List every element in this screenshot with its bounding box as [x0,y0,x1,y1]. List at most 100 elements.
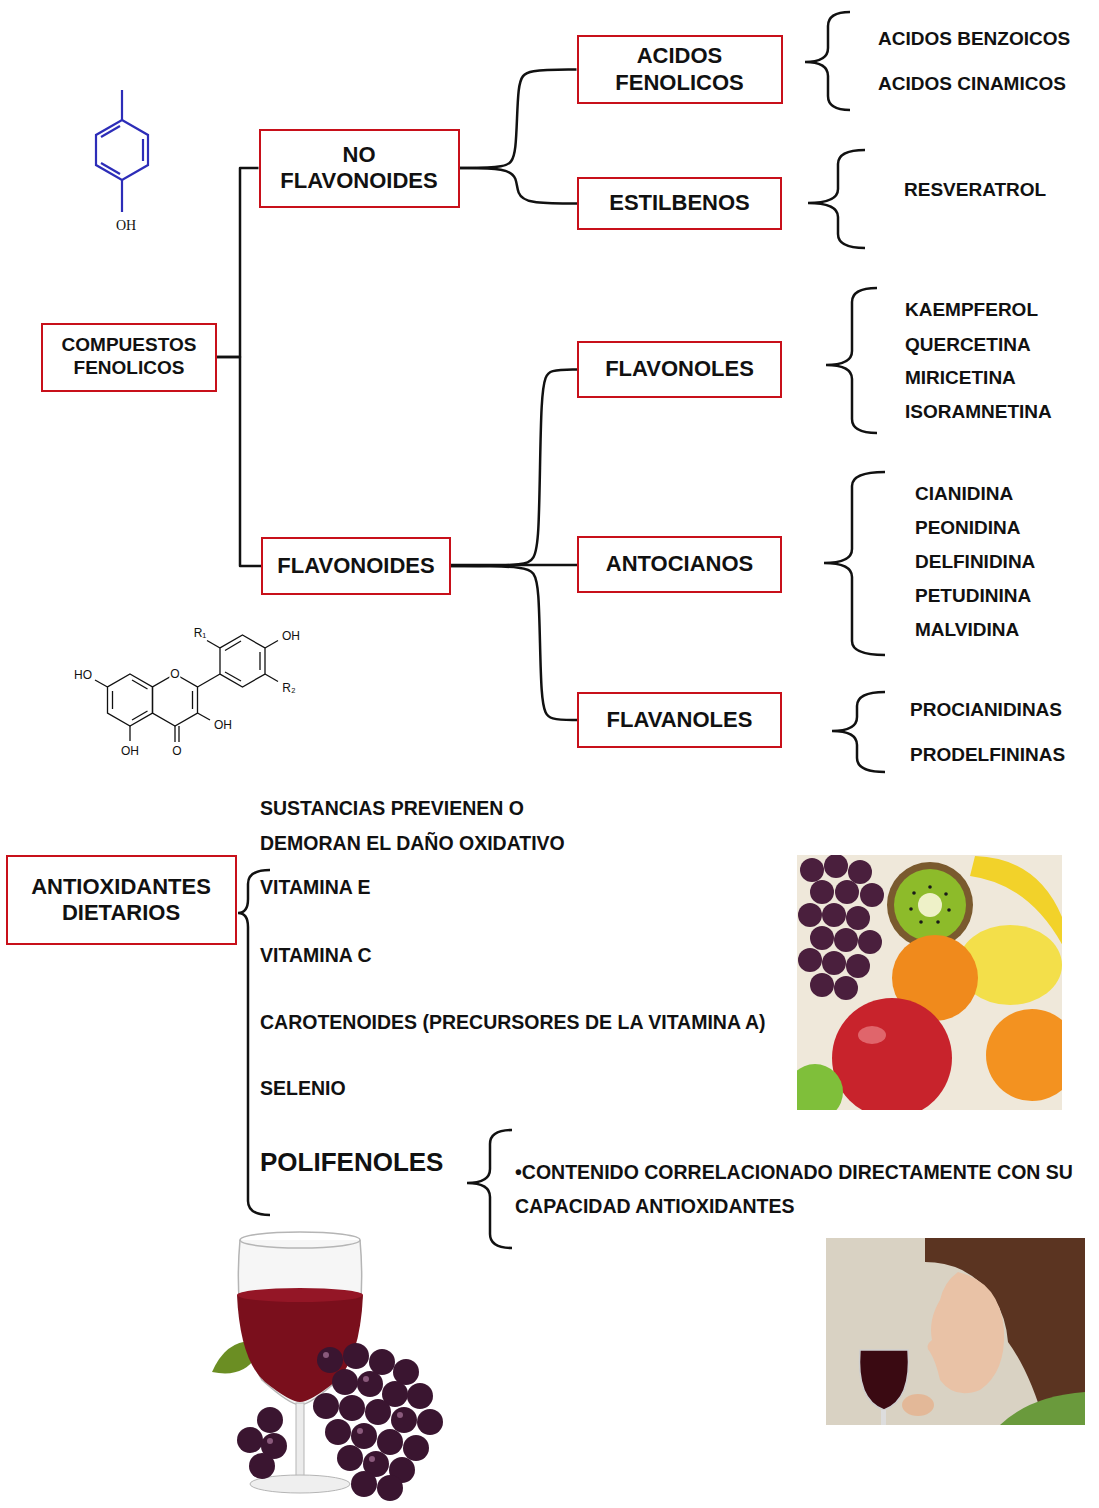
wine-glass-photo [250,1329,305,1355]
woman-photo [927,1272,1004,1393]
wine-glass-photo [389,1457,415,1483]
wine-glass-photo [407,1383,433,1409]
wine-glass-photo [237,1288,363,1302]
flavonoid-structure [220,635,265,687]
fruit-photo [834,928,858,952]
wine-glass-photo [382,1381,408,1407]
flavonoid-structure [174,726,175,742]
wine-glass-photo [249,1453,275,1479]
fruit-photo [986,1009,1062,1101]
compound-name: KAEMPFEROL [905,298,1038,322]
wine-glass-photo [237,1343,443,1501]
category-box: ACIDOS FENOLICOS [577,35,783,104]
box-label: ACIDOS FENOLICOS [590,43,770,96]
fruit-photo [810,926,834,950]
antioxidant-item: VITAMINA C [260,942,372,968]
fruit-photo [822,951,846,975]
fruit-photo [848,860,872,884]
wine-glass-photo [351,1423,377,1449]
category-box: ANTIOXIDANTES DIETARIOS [6,855,237,945]
wine-glass-photo [403,1435,429,1461]
fruit-photo [909,907,913,911]
wine-glass-photo [337,1445,363,1471]
fruit-photo [846,906,870,930]
antioxidant-item: POLIFENOLES [260,1146,443,1178]
phenol-structure [101,126,120,137]
compound-name: MALVIDINA [915,618,1019,642]
chemical-group: OH [281,630,301,642]
compound-name: MIRICETINA [905,366,1016,390]
wine-glass-photo [313,1393,339,1419]
flavonoid-structure [108,674,153,726]
woman-photo [925,1238,1085,1425]
box-label: COMPUESTOS FENOLICOS [54,334,204,380]
fruit-photo [798,948,822,972]
fruit-photo [824,855,848,878]
chemical-group: HO [73,669,93,681]
fruit-photo [822,903,846,927]
category-box: NO FLAVONOIDES [259,129,460,208]
wine-glass-photo [391,1407,417,1433]
wine-glass-photo [332,1369,358,1395]
category-box: ESTILBENOS [577,177,782,230]
wine-glass-photo [417,1409,443,1435]
fruit-photo [887,862,973,948]
wine-glass-photo [257,1407,283,1433]
curly-bracket [805,12,850,110]
wine-glass-photo [393,1359,419,1385]
wine-glass-photo [267,1352,403,1462]
tree-connector [451,566,577,720]
fruit-photo [832,998,952,1110]
curly-bracket [824,472,885,655]
fruit-photo [970,856,1062,948]
compound-name: ACIDOS CINAMICOS [878,72,1066,96]
curly-bracket [826,288,877,433]
flavonoid-structure [132,711,148,720]
fruit-photo [918,893,942,917]
wine-glass-photo [343,1343,369,1369]
flavonoid-structure [129,726,130,741]
fruit-photo [797,1064,843,1110]
chemical-group: R₁ [193,627,208,639]
tree-connector [451,564,577,567]
fruit-photo [810,880,834,904]
fruit-photo [835,880,859,904]
wine-glass-photo [369,1456,375,1462]
wine-glass-photo [237,1295,363,1402]
tree-connector [451,370,577,567]
fruit-photo [797,855,1062,1110]
chemical-group: OH [120,745,140,757]
curly-bracket [832,692,885,772]
definition-note: SUSTANCIAS PREVIENEN O DEMORAN EL DAÑO O… [260,791,605,861]
fruit-photo [919,920,923,924]
box-label: NO FLAVONOIDES [272,142,447,195]
box-label: FLAVANOLES [607,707,753,733]
compound-name: PETUDININA [915,584,1031,608]
fruit-photo [846,954,870,978]
fruit-photo [858,930,882,954]
flavonoid-structure [153,674,198,726]
wine-glass-photo [339,1395,365,1421]
wine-glass-photo [267,1438,273,1444]
flavonoid-structure [265,674,278,682]
flavonoid-structure [225,672,241,681]
flavonoid-structure [207,641,220,649]
category-box: FLAVANOLES [577,692,782,748]
fruit-photo [928,885,932,889]
category-box: ANTOCIANOS [577,536,782,593]
phenol-structure [121,90,123,120]
flavonoid-structure [192,691,193,709]
fruit-photo [947,908,951,912]
wine-glass-photo [212,1341,262,1374]
fruit-photo [797,855,1062,1110]
woman-photo [826,1238,1085,1425]
box-label: ESTILBENOS [609,190,750,216]
flavonoid-structure [132,680,148,689]
fruit-photo [944,892,948,896]
fruit-photo [810,973,834,997]
wine-glass-photo [238,1240,361,1405]
phenol-structure [96,90,148,212]
box-label: ANTOCIANOS [606,551,754,577]
woman-photo [860,1350,909,1410]
